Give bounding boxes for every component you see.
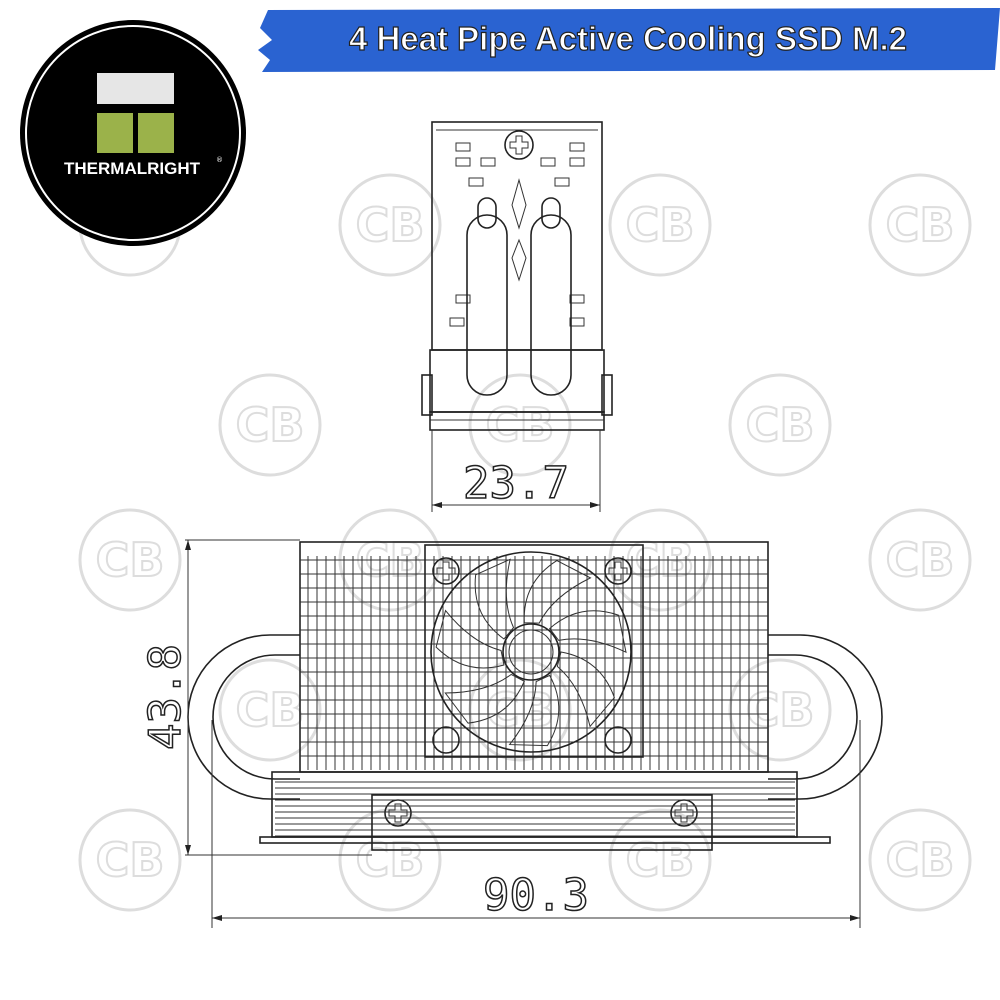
watermark-logo: CB xyxy=(868,508,972,612)
watermark-logo: CB xyxy=(868,808,972,912)
fan-blade xyxy=(444,673,525,724)
svg-text:CB: CB xyxy=(746,683,815,737)
fan-blade xyxy=(435,609,505,669)
svg-text:CB: CB xyxy=(626,833,695,887)
watermark-logo: CB xyxy=(868,173,972,277)
fan-blade xyxy=(549,610,627,654)
screw-icon xyxy=(670,799,698,827)
dimension-width-top: 23.7 xyxy=(463,458,569,509)
watermark-group: CBCBCBCBCBCBCBCBCBCBCBCBCBCBCBCBCBCB xyxy=(78,173,972,912)
screw-icon xyxy=(432,726,460,754)
svg-text:CB: CB xyxy=(236,683,305,737)
svg-text:CB: CB xyxy=(96,533,165,587)
screw-icon xyxy=(604,557,632,585)
svg-text:CB: CB xyxy=(886,198,955,252)
watermark-logo: CB xyxy=(338,808,442,912)
svg-text:CB: CB xyxy=(236,398,305,452)
fan-blade xyxy=(508,674,560,747)
svg-text:CB: CB xyxy=(356,833,425,887)
fan-blade xyxy=(474,558,515,640)
watermark-logo: CB xyxy=(468,373,572,477)
svg-text:CB: CB xyxy=(486,683,555,737)
watermark-logo: CB xyxy=(608,173,712,277)
screw-icon xyxy=(604,726,632,754)
watermark-logo: CB xyxy=(728,658,832,762)
watermark-logo: CB xyxy=(218,373,322,477)
svg-text:CB: CB xyxy=(626,198,695,252)
banner-title: 4 Heat Pipe Active Cooling SSD M.2 xyxy=(349,20,907,57)
watermark-logo: CB xyxy=(728,373,832,477)
logo-brand: THERMALRIGHT xyxy=(64,159,201,178)
svg-text:CB: CB xyxy=(746,398,815,452)
svg-text:CB: CB xyxy=(486,398,555,452)
dimension-height-front: 43.8 xyxy=(140,644,191,750)
svg-text:CB: CB xyxy=(356,198,425,252)
watermark-logo: CB xyxy=(78,808,182,912)
svg-text:CB: CB xyxy=(886,833,955,887)
watermark-logo: CB xyxy=(608,808,712,912)
top-view-drawing: 23.7 xyxy=(421,121,613,512)
fan-blade xyxy=(523,560,592,624)
fan-blade xyxy=(556,651,615,728)
svg-text:CB: CB xyxy=(886,533,955,587)
svg-text:CB: CB xyxy=(96,833,165,887)
logo-registered-mark: ® xyxy=(216,156,223,164)
title-banner: 4 Heat Pipe Active Cooling SSD M.2 xyxy=(258,8,1000,72)
watermark-logo: CB xyxy=(78,508,182,612)
watermark-logo: CB xyxy=(218,658,322,762)
screw-icon xyxy=(384,799,412,827)
front-view-drawing: 43.8 90.3 xyxy=(139,539,883,928)
dimension-width-front: 90.3 xyxy=(483,870,589,921)
screw-icon xyxy=(432,557,460,585)
thermalright-logo: THERMALRIGHT ® xyxy=(20,20,246,246)
watermark-logo: CB xyxy=(338,173,442,277)
